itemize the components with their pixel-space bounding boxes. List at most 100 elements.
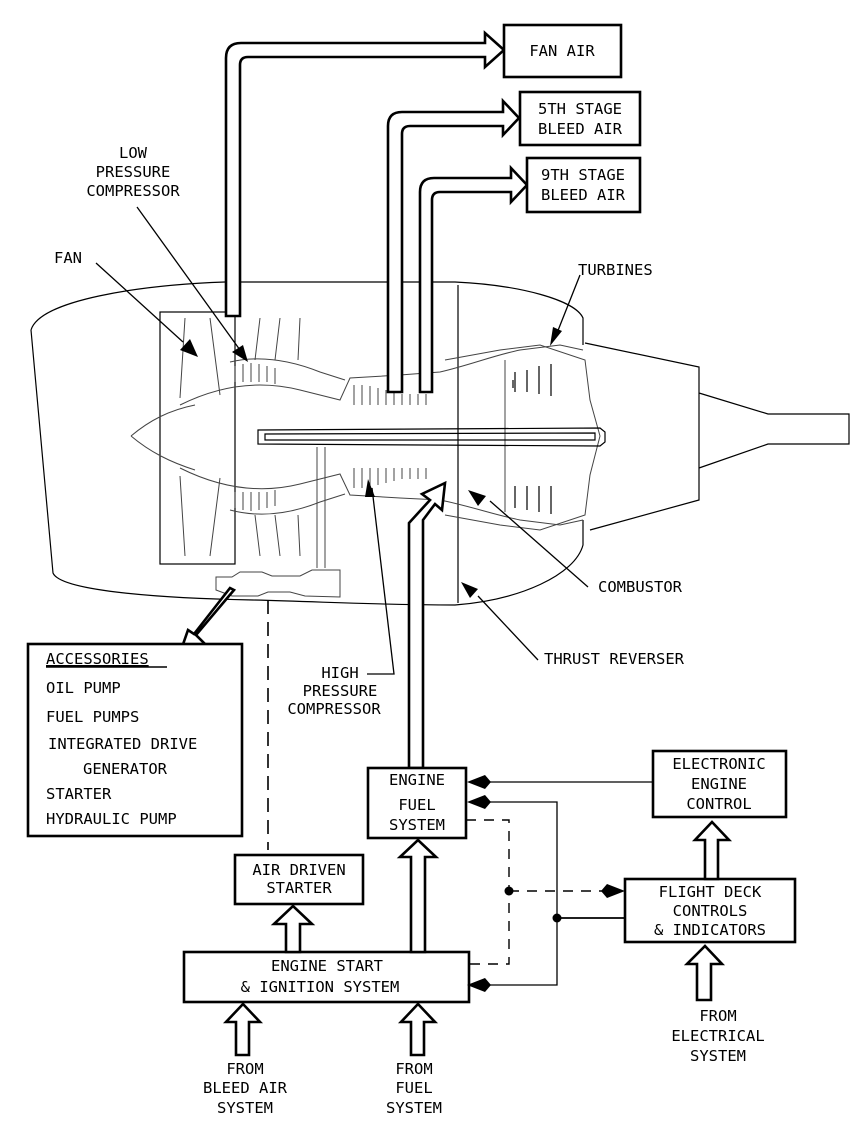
air-driven-starter-label-1: AIR DRIVEN xyxy=(252,861,345,879)
ninth-stage-arrow xyxy=(418,164,529,394)
bleed-air-source-label-3: SYSTEM xyxy=(217,1099,273,1117)
gearbox-shaft xyxy=(316,447,326,568)
lpc-stages xyxy=(234,363,276,511)
accessory-item: FUEL PUMPS xyxy=(46,708,139,726)
electrical-input-arrow xyxy=(683,944,726,1002)
accessory-item: STARTER xyxy=(46,785,112,803)
hpc-stages xyxy=(353,385,427,488)
combustor-arrowhead xyxy=(468,490,486,506)
air-outlet-arrows xyxy=(224,30,529,394)
accessories-box: ACCESSORIES OIL PUMP FUEL PUMPS INTEGRAT… xyxy=(26,642,244,838)
electrical-source-label-2: ELECTRICAL xyxy=(671,1027,764,1045)
ninth-stage-label-1: 9TH STAGE xyxy=(541,166,625,184)
callout-high-pressure-compressor: HIGH PRESSURE COMPRESSOR xyxy=(287,479,395,718)
fan-label: FAN xyxy=(54,249,82,267)
hpc-label-1: HIGH xyxy=(321,664,358,682)
core-upper xyxy=(179,344,584,406)
core-lower xyxy=(179,467,584,526)
flight-deck-to-eec-arrow xyxy=(691,820,733,881)
callout-turbines: TURBINES xyxy=(550,261,653,346)
flight-deck-controls-box: FLIGHT DECK CONTROLS & INDICATORS xyxy=(623,877,797,944)
ninth-stage-label-2: BLEED AIR xyxy=(541,186,626,204)
combustor-label: COMBUSTOR xyxy=(598,578,683,596)
fifth-stage-arrow xyxy=(386,97,521,394)
spinner xyxy=(130,404,196,471)
fuel-to-engine-arrow xyxy=(407,480,447,770)
fuel-source-label-3: SYSTEM xyxy=(386,1099,442,1117)
callout-low-pressure-compressor: LOW PRESSURE COMPRESSOR xyxy=(86,144,248,362)
flight-deck-label-1: FLIGHT DECK xyxy=(659,883,762,901)
ignition-to-fuel-system-arrow xyxy=(396,838,440,954)
callout-combustor: COMBUSTOR xyxy=(468,490,683,596)
lpc-label-1: LOW xyxy=(119,144,148,162)
bus-junction-dot xyxy=(552,913,562,923)
turbines-arrowhead xyxy=(550,327,562,346)
fuel-source-label-2: FUEL xyxy=(395,1079,432,1097)
flight-deck-label-2: CONTROLS xyxy=(673,902,748,920)
lpc-label-2: PRESSURE xyxy=(96,163,171,181)
engine-fuel-system-label-1: ENGINE xyxy=(389,771,445,789)
turbine-blades xyxy=(512,364,552,514)
fan-air-label: FAN AIR xyxy=(529,42,595,60)
hpc-arrowhead xyxy=(365,479,375,497)
thrust-reverser-label: THRUST REVERSER xyxy=(544,650,685,668)
eec-to-fuel-arrowhead xyxy=(467,775,491,789)
fan-leader xyxy=(95,262,184,343)
thrust-reverser-arrowhead xyxy=(461,582,478,598)
hpc-leader xyxy=(367,487,395,675)
bleed-air-source-label-1: FROM xyxy=(226,1060,263,1078)
engine-start-label-1: ENGINE START xyxy=(271,957,383,975)
fuel-input-arrow xyxy=(397,1002,439,1057)
dashed-feedback-loop xyxy=(466,819,510,965)
fan-blades xyxy=(179,317,301,557)
engine-start-label-2: & IGNITION SYSTEM xyxy=(241,978,400,996)
accessory-item: GENERATOR xyxy=(83,760,168,778)
flight-deck-bus-line xyxy=(488,801,558,986)
engine-nacelle xyxy=(30,281,850,606)
callout-thrust-reverser: THRUST REVERSER xyxy=(461,582,685,668)
electronic-engine-control-box: ELECTRONIC ENGINE CONTROL xyxy=(651,749,788,819)
lpc-leader xyxy=(136,206,241,351)
source-bleed-air: FROM BLEED AIR SYSTEM xyxy=(203,1002,288,1117)
turbines-label: TURBINES xyxy=(578,261,653,279)
fifth-stage-box: 5TH STAGE BLEED AIR xyxy=(518,90,642,147)
fuel-source-label-1: FROM xyxy=(395,1060,432,1078)
ninth-stage-box: 9TH STAGE BLEED AIR xyxy=(525,156,642,214)
engine-fuel-system-label-3: SYSTEM xyxy=(389,816,445,834)
thrust-reverser-leader xyxy=(477,595,539,661)
nacelle-outline xyxy=(30,281,584,606)
lpc-label-3: COMPRESSOR xyxy=(86,182,180,200)
callout-fan: FAN xyxy=(54,249,198,357)
signal-lines xyxy=(466,775,653,992)
accessory-item: INTEGRATED DRIVE xyxy=(48,735,197,753)
eec-label-3: CONTROL xyxy=(686,795,751,813)
air-driven-starter-box: AIR DRIVEN STARTER xyxy=(233,853,365,906)
accessory-gearbox xyxy=(215,569,341,598)
engine-fuel-system-label-2: FUEL xyxy=(398,796,435,814)
accessories-heading: ACCESSORIES xyxy=(46,650,149,668)
accessory-item: HYDRAULIC PUMP xyxy=(46,810,177,828)
bleed-air-source-label-2: BLEED AIR xyxy=(203,1079,288,1097)
main-shaft xyxy=(257,427,606,447)
turbine-case xyxy=(444,344,601,531)
air-driven-starter-label-2: STARTER xyxy=(266,879,332,897)
accessories-arrow xyxy=(178,586,237,655)
electrical-source-label-1: FROM xyxy=(699,1007,736,1025)
flight-deck-label-3: & INDICATORS xyxy=(654,921,766,939)
exhaust-nozzle xyxy=(584,342,850,531)
combustor-leader xyxy=(489,500,589,588)
ignition-to-starter-arrow xyxy=(270,904,316,954)
fan-case xyxy=(159,311,236,565)
engine-fuel-system-box: ENGINE FUEL SYSTEM xyxy=(366,766,468,840)
fan-arrowhead xyxy=(180,339,198,357)
turbines-leader xyxy=(556,274,581,334)
accessory-item: OIL PUMP xyxy=(46,679,121,697)
electrical-source-label-3: SYSTEM xyxy=(690,1047,746,1065)
bus-to-ignition-arrowhead xyxy=(467,978,491,992)
fan-air-arrow xyxy=(224,30,506,318)
hpc-label-2: PRESSURE xyxy=(303,682,378,700)
source-electrical: FROM ELECTRICAL SYSTEM xyxy=(671,944,765,1065)
block-connectors xyxy=(270,820,733,954)
hpc-label-3: COMPRESSOR xyxy=(287,700,381,718)
